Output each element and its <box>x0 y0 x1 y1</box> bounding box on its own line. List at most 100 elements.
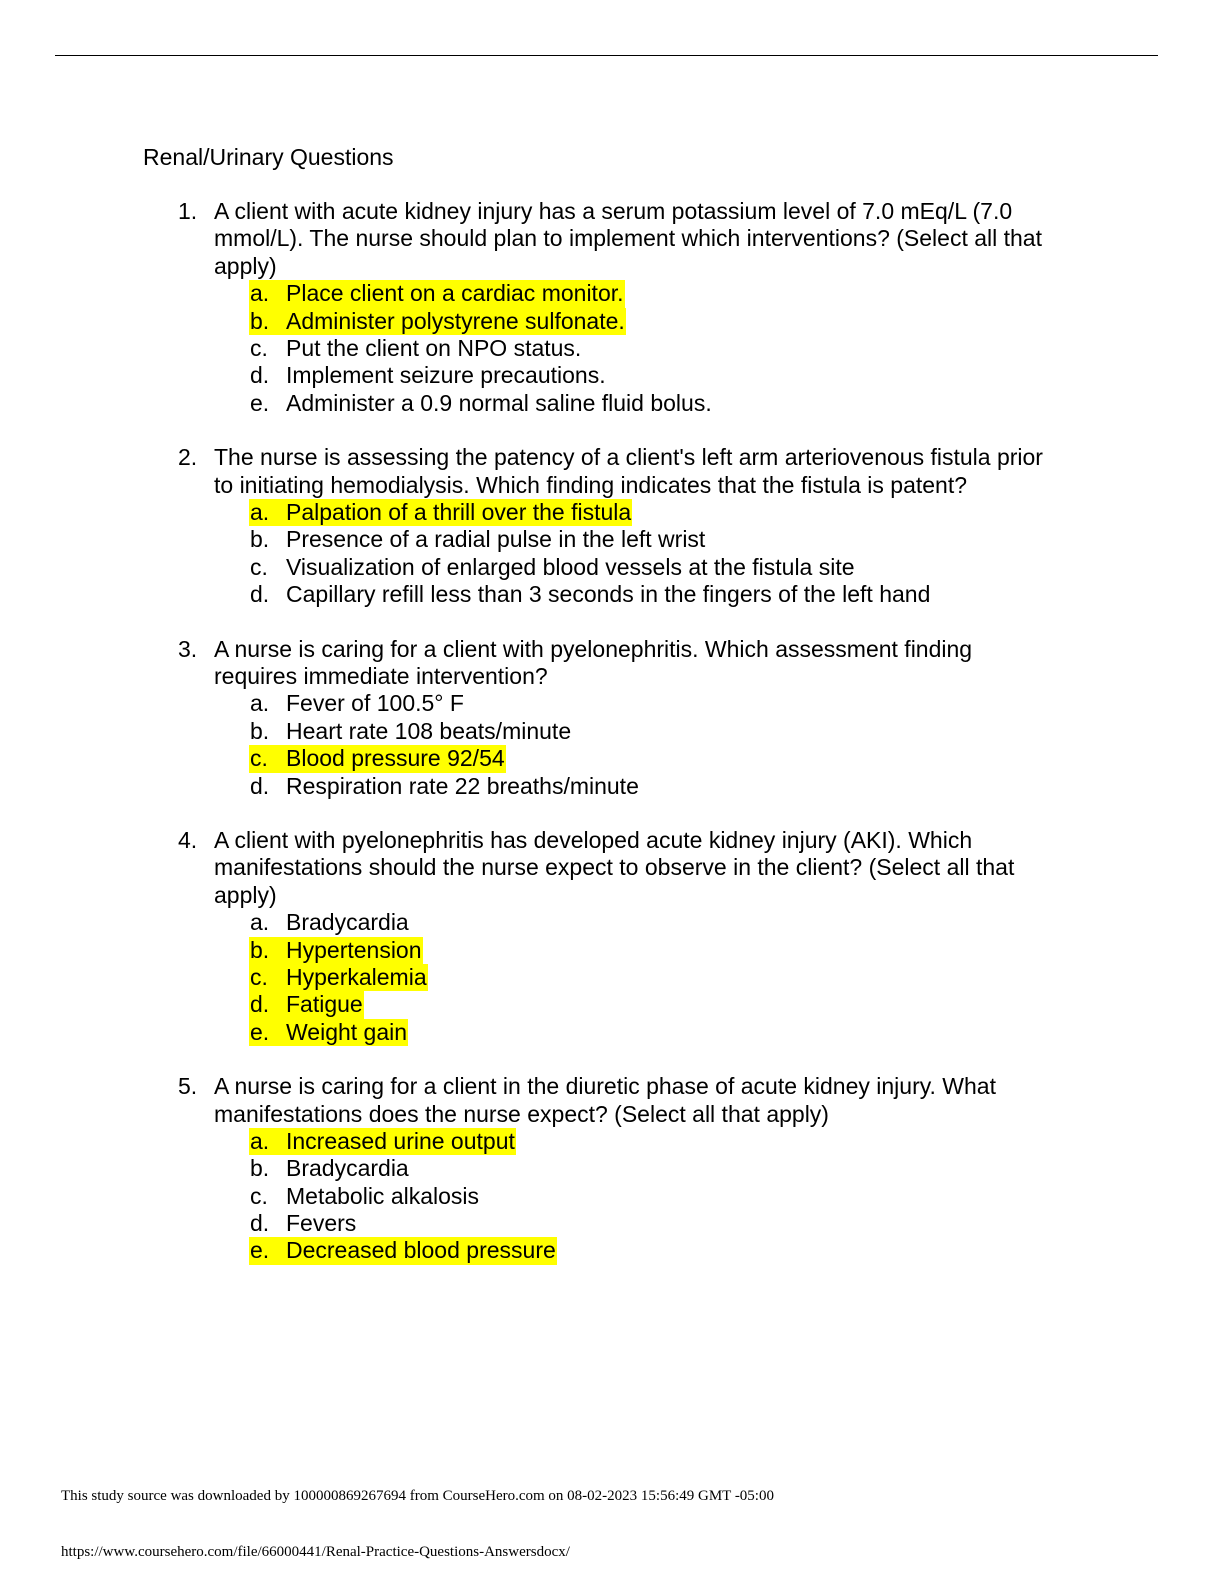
answer-option-letter: d. <box>250 991 270 1018</box>
answer-option-body: e. Weight gain <box>249 1018 409 1047</box>
answer-option-letter: a. <box>250 1127 270 1154</box>
source-url[interactable]: https://www.coursehero.com/file/66000441… <box>61 1544 570 1560</box>
answer-option: a.Fever of 100.5° F <box>249 690 1224 717</box>
answer-option-letter: a. <box>250 909 270 936</box>
question-item: 5.A nurse is caring for a client in the … <box>0 1073 1224 1265</box>
answer-option-body: c. Blood pressure 92/54 <box>249 745 506 773</box>
answer-option-body: a.Fever of 100.5° F <box>249 690 465 717</box>
top-divider <box>55 55 1158 56</box>
answer-option-body: d. Respiration rate 22 breaths/minute <box>249 773 640 800</box>
answer-option-highlighted: a. Palpation of a thrill over the fistula <box>249 498 1224 527</box>
question-list: 1.A client with acute kidney injury has … <box>0 198 1224 1292</box>
answer-option-letter: e. <box>250 1018 270 1045</box>
answer-option-body: b.Presence of a radial pulse in the left… <box>249 526 706 553</box>
question-item: 4. A client with pyelonephritis has devel… <box>0 826 1224 1047</box>
answer-option-letter: d. <box>250 362 270 389</box>
answer-options: a. Palpation of a thrill over the fistula… <box>0 498 1224 609</box>
answer-option-letter: b. <box>250 1155 270 1182</box>
answer-option-text: Visualization of enlarged blood vessels … <box>286 553 855 580</box>
answer-option-text: Fevers <box>286 1210 357 1237</box>
answer-option: c. Visualization of enlarged blood vessel… <box>249 554 1224 581</box>
download-source-notice: This study source was downloaded by 1000… <box>61 1488 774 1504</box>
answer-option-body: b.Heart rate 108 beats/minute <box>249 718 572 745</box>
answer-option-text: Heart rate 108 beats/minute <box>286 717 572 744</box>
answer-option: d. Respiration rate 22 breaths/minute <box>249 773 1224 800</box>
answer-option-text: Increased urine output <box>286 1127 515 1154</box>
answer-option-text: Palpation of a thrill over the fistula <box>286 498 632 525</box>
answer-option: b. Bradycardia <box>249 1155 1224 1182</box>
answer-option-body: b. Administer polystyrene sulfonate. <box>249 307 626 336</box>
answer-option-letter: b. <box>250 307 270 334</box>
answer-option-text: Weight gain <box>286 1018 408 1045</box>
answer-option-body: a. Bradycardia <box>249 909 410 936</box>
question-number: 3. <box>178 635 198 662</box>
answer-option-letter: e. <box>250 1237 270 1264</box>
page-title: Renal/Urinary Questions <box>143 144 394 170</box>
answer-option-text: Blood pressure 92/54 <box>286 745 505 772</box>
answer-option: e.Administer a 0.9 normal saline fluid b… <box>249 390 1224 417</box>
answer-option-letter: c. <box>250 335 268 361</box>
answer-option-text: Bradycardia <box>286 1155 409 1182</box>
answer-option-body: c. Metabolic alkalosis <box>249 1183 480 1210</box>
answer-option-letter: d. <box>250 772 270 799</box>
answer-option: d. Fevers <box>249 1210 1224 1237</box>
answer-option-letter: a. <box>250 280 270 307</box>
answer-option-letter: c. <box>250 1182 268 1209</box>
answer-option-text: Administer polystyrene sulfonate. <box>286 307 625 334</box>
answer-option: d. Capillary refill less than 3 seconds i… <box>249 581 1224 608</box>
question-number: 2. <box>178 444 198 471</box>
answer-option-text: Presence of a radial pulse in the left w… <box>286 526 706 553</box>
answer-option: b.Heart rate 108 beats/minute <box>249 718 1224 745</box>
answer-option-body: c. Hyperkalemia <box>249 963 428 992</box>
question-text: The nurse is assessing the patency of a … <box>214 444 1043 498</box>
answer-option-text: Put the client on NPO status. <box>286 335 582 361</box>
question-item: 1.A client with acute kidney injury has … <box>0 198 1224 417</box>
answer-option-letter: d. <box>250 581 270 608</box>
answer-option-letter: b. <box>250 936 270 963</box>
answer-option-text: Decreased blood pressure <box>286 1237 556 1264</box>
answer-option-highlighted: a.Place client on a cardiac monitor. <box>249 280 1224 308</box>
answer-option-highlighted: c. Hyperkalemia <box>249 963 1224 992</box>
answer-option-letter: d. <box>250 1210 270 1237</box>
answer-option-highlighted: b. Hypertension <box>249 936 1224 964</box>
answer-option-text: Metabolic alkalosis <box>286 1182 480 1209</box>
answer-option-highlighted: e. Decreased blood pressure <box>249 1237 1224 1265</box>
question-number: 1. <box>178 198 198 224</box>
answer-option-letter: c. <box>250 745 268 772</box>
answer-option-text: Capillary refill less than 3 seconds in … <box>286 581 931 608</box>
question-text: A client with pyelonephritis has develop… <box>214 826 1015 908</box>
answer-option-body: a.Place client on a cardiac monitor. <box>249 280 625 308</box>
answer-option-letter: e. <box>250 389 270 416</box>
answer-option-highlighted: e. Weight gain <box>249 1018 1224 1047</box>
answer-option-letter: a. <box>250 498 270 525</box>
answer-option: b.Presence of a radial pulse in the left… <box>249 526 1224 553</box>
answer-option: c. Put the client on NPO status. <box>249 335 1224 362</box>
answer-option-text: Respiration rate 22 breaths/minute <box>286 772 639 799</box>
answer-option-text: Fatigue <box>286 991 363 1018</box>
answer-option-highlighted: d. Fatigue <box>249 991 1224 1019</box>
answer-option-body: d.Implement seizure precautions. <box>249 362 607 389</box>
answer-options: a. Increased urine output b. Bradycardia c. M… <box>0 1127 1224 1265</box>
answer-option-letter: c. <box>250 963 268 990</box>
answer-option-text: Hypertension <box>286 936 422 963</box>
answer-option-body: e. Decreased blood pressure <box>249 1237 557 1265</box>
answer-option-text: Hyperkalemia <box>286 963 427 990</box>
answer-option-letter: c. <box>250 553 268 580</box>
answer-option: d.Implement seizure precautions. <box>249 362 1224 389</box>
answer-option-body: c. Put the client on NPO status. <box>249 335 582 362</box>
answer-option: a. Bradycardia <box>249 909 1224 936</box>
answer-option-text: Bradycardia <box>286 909 409 936</box>
answer-option-body: a. Increased urine output <box>249 1127 516 1156</box>
answer-option-body: a. Palpation of a thrill over the fistula <box>249 498 633 527</box>
question-item: 2. The nurse is assessing the patency of … <box>0 444 1224 608</box>
answer-option-highlighted: a. Increased urine output <box>249 1127 1224 1156</box>
question-text: A nurse is caring for a client in the di… <box>214 1073 996 1127</box>
answer-option-letter: a. <box>250 690 270 717</box>
question-number: 4. <box>178 826 198 853</box>
question-item: 3.A nurse is caring for a client with py… <box>0 636 1224 800</box>
answer-option-body: d. Fatigue <box>249 991 364 1019</box>
answer-options: a. Bradycardia b. Hypertension c. Hyperkalemi… <box>0 909 1224 1047</box>
answer-options: a.Place client on a cardiac monitor.b. Ad… <box>0 280 1224 417</box>
answer-option-body: c. Visualization of enlarged blood vessel… <box>249 554 856 581</box>
